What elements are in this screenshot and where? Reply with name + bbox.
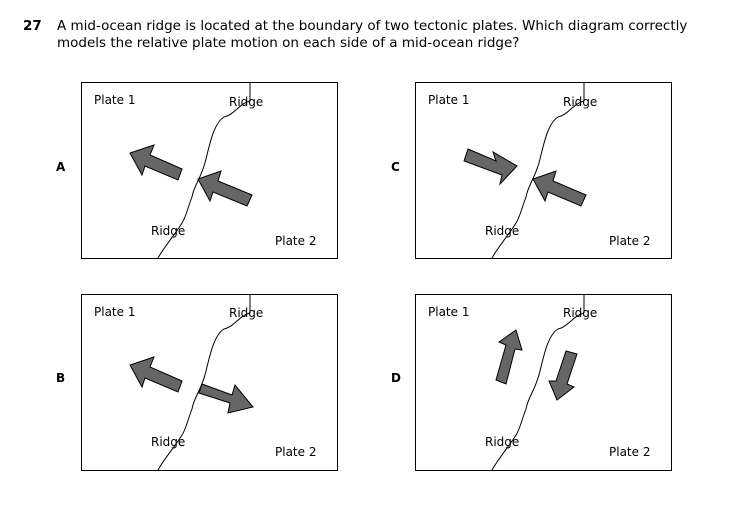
- plate-2-label: Plate 2: [609, 234, 651, 248]
- arrow-down-along-ridge: [548, 350, 578, 401]
- arrow-toward-ridge-left: [463, 148, 518, 186]
- ridge-line: [491, 83, 585, 258]
- ridge-bottom-label: Ridge: [151, 435, 186, 449]
- arrow-upper-left: [129, 144, 183, 181]
- plate-1-label: Plate 1: [428, 305, 470, 319]
- question: 27 A mid-ocean ridge is located at the b…: [23, 18, 713, 52]
- diagram-a-drawing: [129, 83, 253, 258]
- choice-letter-b[interactable]: B: [56, 371, 66, 385]
- choice-letter-d[interactable]: D: [391, 371, 401, 385]
- diagram-b-drawing: [129, 295, 254, 470]
- diagram-a[interactable]: Plate 1 Ridge Ridge Plate 2: [81, 82, 338, 259]
- ridge-bottom-label: Ridge: [151, 224, 186, 238]
- ridge-line: [157, 295, 251, 470]
- diagram-d-drawing: [491, 295, 585, 470]
- diagram-d[interactable]: Plate 1 Ridge Ridge Plate 2: [415, 294, 672, 471]
- arrow-toward-ridge-right: [532, 170, 587, 207]
- diagram-c-drawing: [463, 83, 587, 258]
- plate-2-label: Plate 2: [275, 445, 317, 459]
- plate-2-label: Plate 2: [275, 234, 317, 248]
- ridge-top-label: Ridge: [229, 95, 264, 109]
- choice-letter-c[interactable]: C: [391, 160, 400, 174]
- plate-1-label: Plate 1: [94, 93, 136, 107]
- plate-1-label: Plate 1: [428, 93, 470, 107]
- diagram-b[interactable]: Plate 1 Ridge Ridge Plate 2: [81, 294, 338, 471]
- ridge-top-label: Ridge: [563, 95, 598, 109]
- ridge-line: [157, 83, 251, 258]
- ridge-bottom-label: Ridge: [485, 224, 520, 238]
- arrow-up-along-ridge: [495, 329, 523, 385]
- arrow-lower-right: [198, 383, 254, 414]
- choice-letter-a[interactable]: A: [56, 160, 66, 174]
- question-number: 27: [23, 18, 42, 34]
- plate-1-label: Plate 1: [94, 305, 136, 319]
- plate-2-label: Plate 2: [609, 445, 651, 459]
- question-text: A mid-ocean ridge is located at the boun…: [57, 18, 688, 51]
- ridge-top-label: Ridge: [563, 306, 598, 320]
- ridge-bottom-label: Ridge: [485, 435, 520, 449]
- arrow-upper-left-2: [197, 170, 253, 207]
- arrow-upper-left: [129, 356, 183, 393]
- diagram-c[interactable]: Plate 1 Ridge Ridge Plate 2: [415, 82, 672, 259]
- ridge-line: [491, 295, 585, 470]
- ridge-top-label: Ridge: [229, 306, 264, 320]
